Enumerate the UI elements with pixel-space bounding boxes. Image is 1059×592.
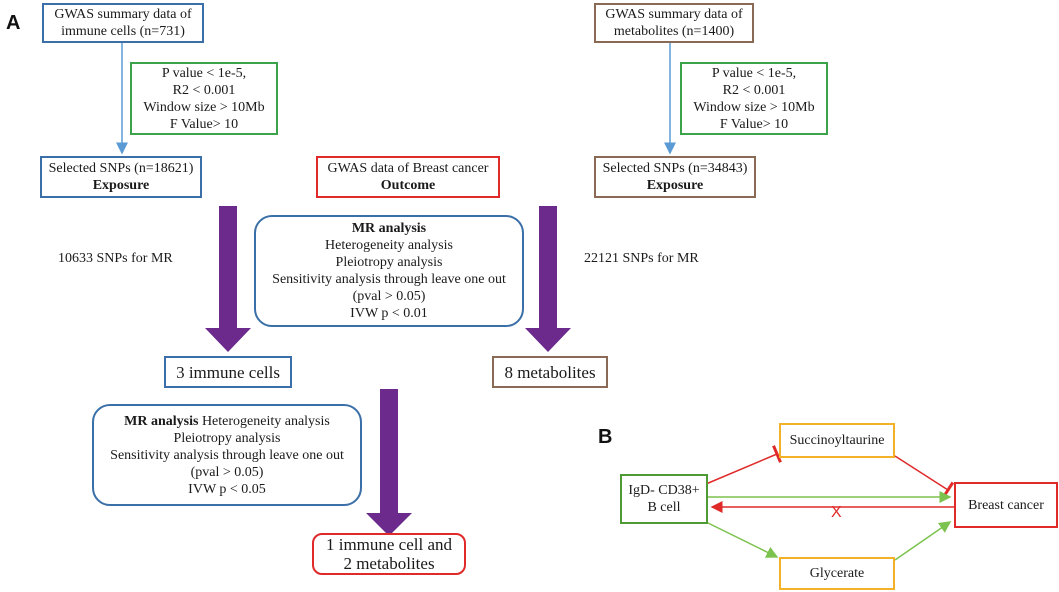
outcome-gwas-title: GWAS data of Breast cancer xyxy=(327,161,489,176)
filter-left-fvalue: F Value> 10 xyxy=(169,116,239,132)
metab-source-line1: GWAS summary data of xyxy=(605,7,743,22)
filter-right-window: Window size > 10Mb xyxy=(693,99,815,115)
mediator-bottom-label: Glycerate xyxy=(809,566,865,581)
mr-secondary-pleiotropy: Pleiotropy analysis xyxy=(173,430,281,446)
filter-left-pvalue: P value < 1e-5, xyxy=(161,65,247,81)
selected-snps-immune-box: Selected SNPs (n=18621) Exposure xyxy=(40,156,202,198)
metab-source-line2: metabolites (n=1400) xyxy=(613,24,735,39)
snp-filter-box-right: P value < 1e-5, R2 < 0.001 Window size >… xyxy=(680,62,828,135)
blocked-reverse-mark: X xyxy=(831,504,842,521)
arrow-glycerate-to-outcome xyxy=(894,521,952,561)
immune-source-line1: GWAS summary data of xyxy=(54,7,192,22)
final-result-line1: 1 immune cell and xyxy=(325,535,453,554)
immune-source-line2: immune cells (n=731) xyxy=(61,24,185,39)
mr-secondary-ivw: IVW p < 0.05 xyxy=(188,481,266,497)
mr-primary-title: MR analysis xyxy=(351,221,427,236)
panel-label-a: A xyxy=(6,12,21,34)
result-immune-cells-box: 3 immune cells xyxy=(164,356,292,388)
filter-left-window: Window size > 10Mb xyxy=(143,99,265,115)
snps-for-mr-left: 10633 SNPs for MR xyxy=(58,251,173,266)
result-metabolites: 8 metabolites xyxy=(504,362,596,382)
mr-analysis-box-primary: MR analysis Heterogeneity analysis Pleio… xyxy=(254,215,524,327)
outcome-node-breast-cancer: Breast cancer xyxy=(954,482,1058,528)
mediator-node-succinoyltaurine: Succinoyltaurine xyxy=(779,423,895,458)
mr-primary-sensitivity: Sensitivity analysis through leave one o… xyxy=(272,272,506,287)
exposure-node-igd-cd38-b-cell: IgD- CD38+ B cell xyxy=(620,474,708,524)
mr-analysis-box-secondary: MR analysis Heterogeneity analysis Pleio… xyxy=(92,404,362,506)
exposure-line2: B cell xyxy=(647,500,681,515)
filter-left-r2: R2 < 0.001 xyxy=(172,82,236,98)
outcome-label: Breast cancer xyxy=(968,497,1044,513)
outcome-gwas-role: Outcome xyxy=(380,178,436,193)
filter-right-pvalue: P value < 1e-5, xyxy=(711,65,797,81)
arrow-exposure-to-glycerate xyxy=(705,521,779,558)
filter-right-r2: R2 < 0.001 xyxy=(722,82,786,98)
result-metabolites-box: 8 metabolites xyxy=(492,356,608,388)
mr-primary-ivw: IVW p < 0.01 xyxy=(350,306,428,321)
mr-primary-pval: (pval > 0.05) xyxy=(352,289,426,304)
mediator-top-label: Succinoyltaurine xyxy=(789,433,885,448)
purple-arrow-right xyxy=(525,206,571,352)
selected-metab-count: Selected SNPs (n=34843) xyxy=(602,161,748,176)
mr-primary-heterogeneity: Heterogeneity analysis xyxy=(325,238,453,253)
selected-metab-role: Exposure xyxy=(646,178,704,193)
exposure-line1: IgD- CD38+ xyxy=(628,483,700,498)
purple-arrow-left xyxy=(205,206,251,352)
mediator-node-glycerate: Glycerate xyxy=(779,557,895,590)
outcome-gwas-box: GWAS data of Breast cancer Outcome xyxy=(316,156,500,198)
mr-secondary-first-line: MR analysis Heterogeneity analysis xyxy=(124,413,330,430)
selected-immune-count: Selected SNPs (n=18621) xyxy=(48,161,194,176)
mr-secondary-sensitivity: Sensitivity analysis through leave one o… xyxy=(110,447,344,463)
final-result-line2: 2 metabolites xyxy=(343,554,435,573)
mr-primary-pleiotropy: Pleiotropy analysis xyxy=(335,255,443,270)
metabolite-source-box: GWAS summary data of metabolites (n=1400… xyxy=(594,3,754,43)
result-immune-cells: 3 immune cells xyxy=(176,362,280,382)
purple-arrow-lower xyxy=(366,389,412,536)
final-result-box: 1 immune cell and 2 metabolites xyxy=(312,533,466,575)
snp-filter-box-left: P value < 1e-5, R2 < 0.001 Window size >… xyxy=(130,62,278,135)
panel-label-b: B xyxy=(598,426,613,448)
inhibit-exposure-to-succinoyltaurine xyxy=(705,445,782,485)
inhibit-succinoyltaurine-to-outcome xyxy=(894,455,955,499)
selected-immune-role: Exposure xyxy=(92,178,150,193)
mr-secondary-heterogeneity: Heterogeneity analysis xyxy=(198,413,330,429)
mr-secondary-title: MR analysis xyxy=(124,413,199,429)
selected-snps-metabolite-box: Selected SNPs (n=34843) Exposure xyxy=(594,156,756,198)
mr-secondary-pval: (pval > 0.05) xyxy=(190,464,264,480)
filter-right-fvalue: F Value> 10 xyxy=(719,116,789,132)
snps-for-mr-right: 22121 SNPs for MR xyxy=(584,251,699,266)
immune-source-box: GWAS summary data of immune cells (n=731… xyxy=(42,3,204,43)
